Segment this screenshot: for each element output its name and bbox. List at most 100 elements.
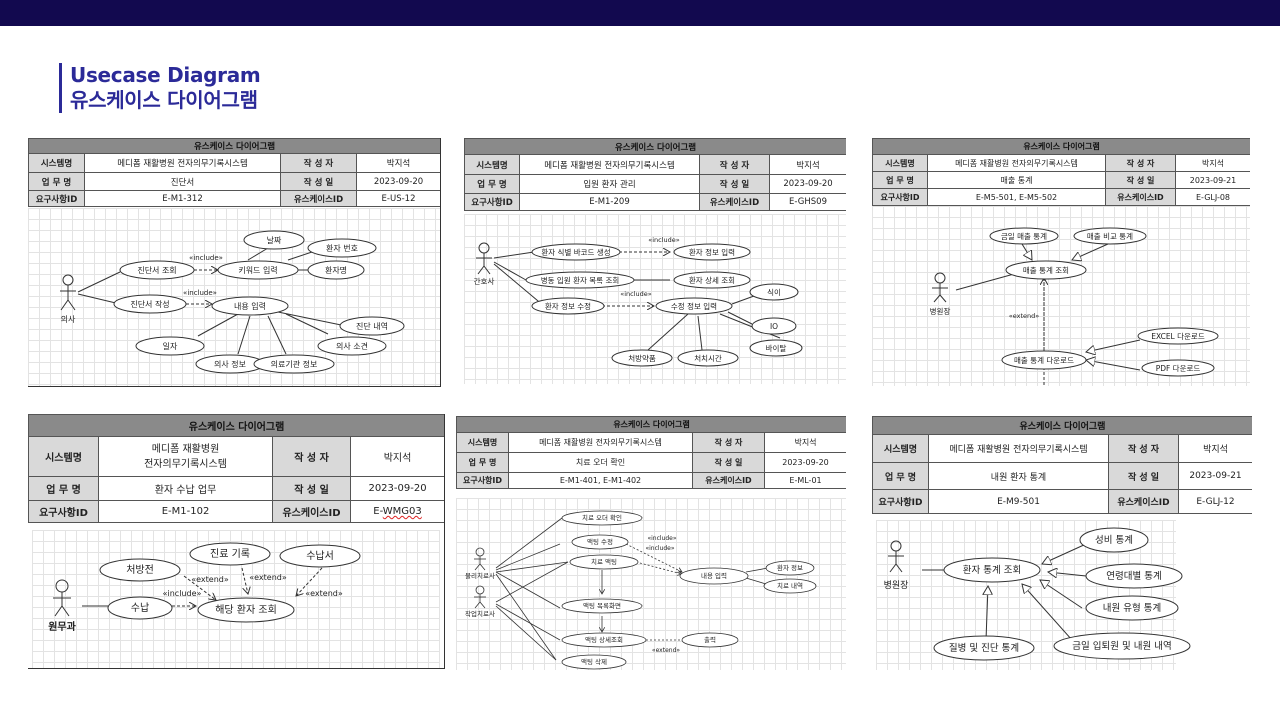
usecase-label: 액팅 삭제	[581, 657, 607, 666]
usecase-label: 환자 상세 조회	[689, 275, 735, 285]
req-id-label: 요구사항ID	[872, 489, 929, 514]
extend-label: «extend»	[1009, 312, 1040, 320]
page-heading: Usecase Diagram 유스케이스 다이어그램	[59, 63, 261, 113]
include-label: «include»	[648, 236, 680, 244]
usecase-label: 진단 내역	[356, 321, 388, 331]
date-label: 작 성 일	[692, 452, 765, 473]
actor-label: 작업치료사	[465, 609, 495, 618]
usecase-label: 진료 기록	[210, 548, 250, 560]
usecase-label: 액팅 목록화면	[583, 601, 621, 610]
usecase-label: 성비 통계	[1095, 534, 1133, 546]
usecase-label: 치료 오더 확인	[582, 513, 622, 522]
date-value: 2023-09-21	[1178, 462, 1252, 490]
req-id-value: E-M1-401, E-M1-402	[508, 472, 693, 489]
usecase-label: 병동 입원 환자 목록 조회	[541, 275, 620, 285]
usecase-label: 날짜	[267, 235, 282, 245]
req-id-label: 요구사항ID	[464, 193, 520, 211]
system-label: 시스템명	[872, 434, 929, 463]
table-title: 유스케이스 다이어그램	[464, 138, 846, 155]
usecase-label: 일자	[163, 342, 178, 351]
usecase-label: 바이탈	[766, 343, 787, 353]
usecase-label: 진단서 조회	[137, 265, 176, 275]
table-title: 유스케이스 다이어그램	[28, 414, 444, 437]
usecase-diagram: 의사 «include» «include» 진단서 조회 키워드 입력 날짜 …	[28, 208, 440, 386]
uc-id-value: E-GLJ-08	[1174, 188, 1250, 206]
author-value: 박지석	[768, 154, 846, 175]
task-value: 환자 수납 업무	[98, 476, 273, 501]
uc-id-value: E-GHS09	[768, 193, 846, 211]
top-bar	[0, 0, 1280, 26]
usecase-label: 치료 액팅	[591, 557, 617, 566]
author-value: 박지석	[1174, 154, 1250, 172]
date-value: 2023-09-20	[349, 476, 444, 501]
usecase-label: 내용 입력	[234, 301, 266, 311]
date-label: 작 성 일	[1108, 462, 1179, 490]
req-id-value: E-M5-501, E-M5-502	[927, 188, 1106, 206]
date-value: 2023-09-20	[355, 172, 440, 191]
table-title: 유스케이스 다이어그램	[872, 416, 1252, 435]
uc-id-rest: WMG03	[382, 506, 422, 517]
system-label: 시스템명	[464, 154, 520, 175]
actor-label: 의사	[61, 314, 76, 324]
include-label: «include»	[189, 254, 223, 262]
system-value: 메디폼 재활병원 전자의무기록시스템	[508, 432, 693, 453]
uc-id-value: E-ML-01	[763, 472, 846, 489]
usecase-label: 처방약품	[628, 353, 656, 363]
actor-label: 물리치료사	[465, 571, 495, 580]
system-label: 시스템명	[28, 153, 85, 173]
task-label: 업 무 명	[872, 171, 928, 189]
usecase-label: 환자 정보 수정	[545, 301, 591, 311]
page-title-en: Usecase Diagram	[70, 63, 261, 87]
usecase-label: 금일 매출 통계	[1001, 231, 1047, 241]
task-value: 매출 통계	[927, 171, 1106, 189]
usecase-label: 매출 비교 통계	[1087, 231, 1133, 241]
usecase-label: 의료기관 정보	[271, 359, 318, 369]
extend-label: «extend»	[652, 647, 680, 654]
usecase-label: 수납	[131, 602, 149, 614]
include-label: «include»	[183, 289, 217, 297]
usecase-label: 환자명	[325, 265, 347, 275]
author-label: 작 성 자	[272, 436, 351, 477]
uc-id-label: 유스케이스ID	[280, 190, 357, 207]
extend-label: «extend»	[249, 573, 287, 582]
usecase-ellipses: 성비 통계 환자 통계 조회 연령대별 통계 내원 유형 통계 질병 및 진단 …	[933, 527, 1191, 661]
usecase-diagram: 간호사 «include» «include» 환자 식별 바코드 생성 환자 …	[464, 214, 846, 384]
include-label: «include»	[620, 290, 652, 298]
usecase-label: 환자 정보 입력	[689, 247, 735, 257]
usecase-label: IO	[770, 322, 778, 331]
actor-label: 간호사	[474, 276, 495, 286]
uc-id-label: 유스케이스ID	[699, 193, 770, 211]
system-label: 시스템명	[28, 436, 99, 477]
date-value: 2023-09-20	[768, 174, 846, 194]
system-label: 시스템명	[456, 432, 509, 453]
usecase-label: 금일 입퇴원 및 내원 내역	[1072, 640, 1171, 652]
uc-id-label: 유스케이스ID	[272, 500, 351, 523]
usecase-label: 의사 정보	[214, 359, 246, 369]
date-value: 2023-09-20	[763, 452, 846, 473]
author-label: 작 성 자	[1105, 154, 1176, 172]
usecase-label: 매출 통계 조회	[1023, 265, 1069, 275]
usecase-label: 환자 통계 조회	[963, 564, 1021, 576]
author-label: 작 성 자	[699, 154, 770, 175]
date-value: 2023-09-21	[1174, 171, 1250, 189]
req-id-value: E-M1-312	[84, 190, 281, 207]
req-id-label: 요구사항ID	[28, 500, 99, 523]
usecase-diagram: 원무과 «extend» «extend» «include» «extend»…	[32, 530, 440, 668]
usecase-label: 의사 소견	[336, 341, 368, 351]
system-value: 메디폼 재활병원 전자의무기록시스템	[519, 154, 700, 175]
usecase-diagram: 병원장 «extend» 금일 매출 통계 매출 비교 통계 매출 통계 조회 …	[872, 206, 1250, 386]
date-label: 작 성 일	[699, 174, 770, 194]
author-value: 박지석	[355, 153, 440, 173]
usecase-label: 진단서 작성	[130, 299, 169, 309]
usecase-label: 매출 통계 다운로드	[1014, 355, 1074, 365]
system-value: 메디폼 재활병원 전자의무기록시스템	[928, 434, 1109, 463]
usecase-label: 내용 입력	[701, 571, 727, 580]
